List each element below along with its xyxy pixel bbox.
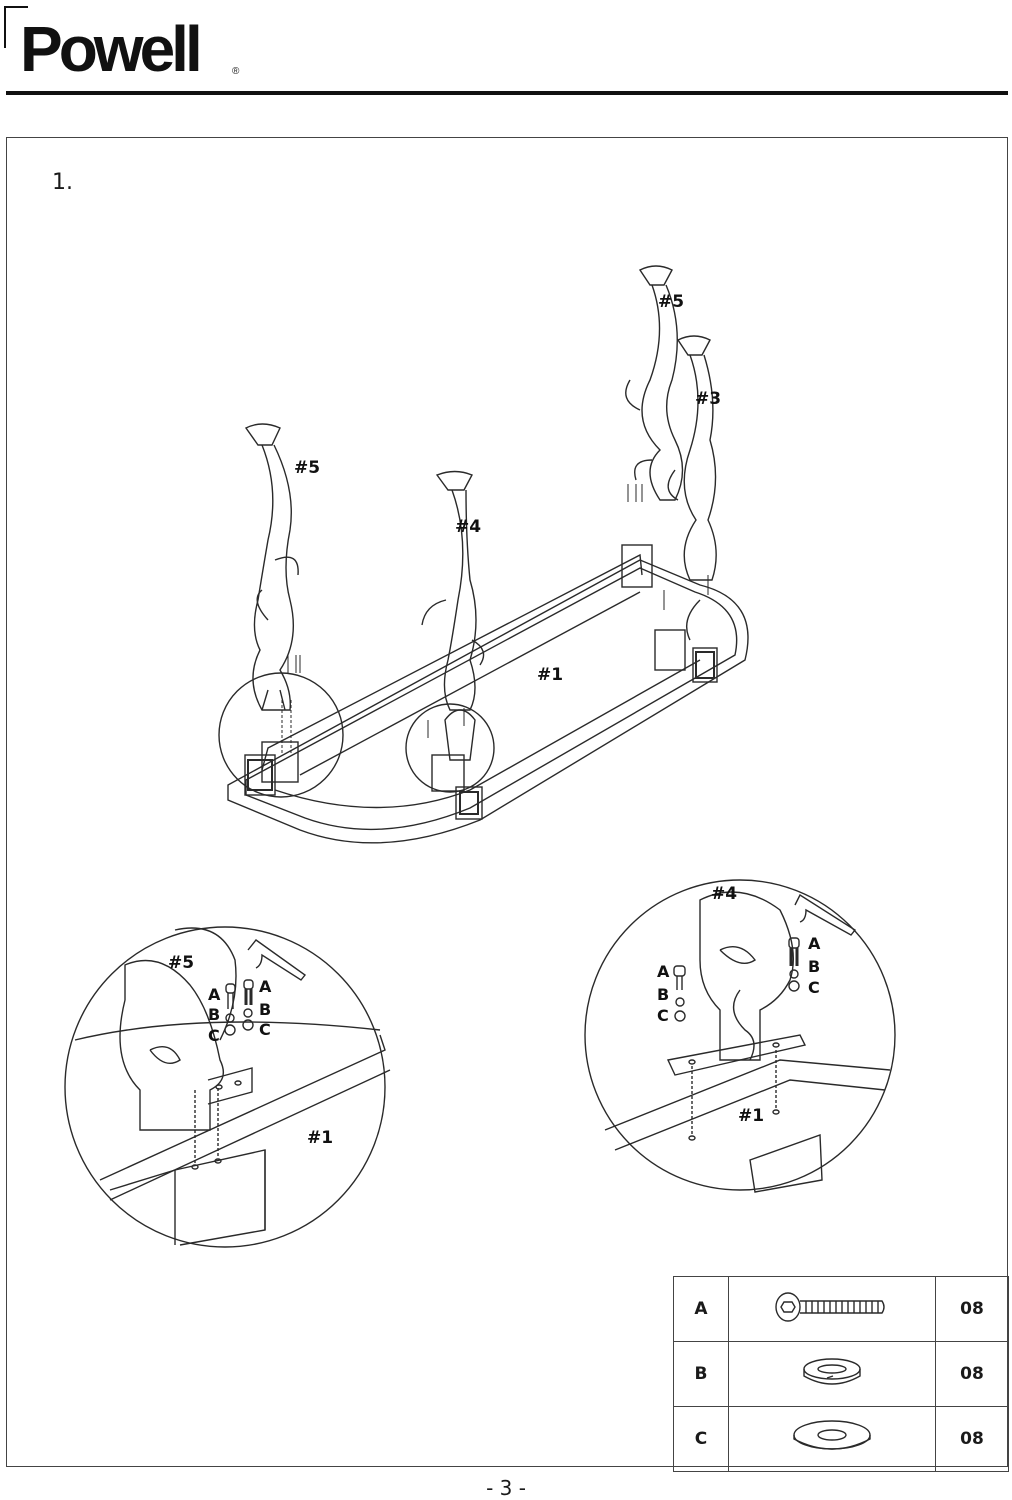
hardware-table: A 08 B 08 C bbox=[673, 1276, 1009, 1472]
hardware-label: A bbox=[673, 1276, 729, 1342]
detail-left-label-a2: A bbox=[259, 977, 272, 996]
leg-right-5 bbox=[625, 265, 684, 501]
detail-right-label-c2: C bbox=[808, 978, 820, 997]
hardware-qty: 08 bbox=[935, 1341, 1009, 1407]
hardware-qty: 08 bbox=[935, 1276, 1009, 1342]
detail-right-part4: #4 bbox=[711, 884, 738, 904]
detail-left-label-c2: C bbox=[259, 1020, 271, 1039]
hardware-qty: 08 bbox=[935, 1406, 1009, 1472]
detail-left-label-c: C bbox=[208, 1026, 220, 1045]
table-base-frame bbox=[227, 544, 749, 844]
callout-part5-right: #5 bbox=[658, 292, 685, 312]
table-row: A 08 bbox=[673, 1276, 1009, 1342]
detail-left-label-b: B bbox=[208, 1005, 221, 1024]
flat-washer-icon bbox=[728, 1406, 936, 1472]
callout-part3: #3 bbox=[695, 389, 722, 409]
leg-right-3 bbox=[667, 335, 717, 641]
detail-left-part5: #5 bbox=[168, 953, 195, 973]
detail-right-label-c: C bbox=[657, 1006, 669, 1025]
leg-left-5 bbox=[244, 423, 299, 711]
detail-right-label-a: A bbox=[657, 962, 670, 981]
detail-left-label-a: A bbox=[208, 985, 221, 1004]
step-number: 1. bbox=[52, 170, 73, 195]
detail-right-label-b: B bbox=[657, 985, 670, 1004]
leg-middle-4 bbox=[421, 470, 485, 761]
lock-washer-icon bbox=[728, 1341, 936, 1407]
detail-right bbox=[584, 879, 896, 1193]
table-row: B 08 bbox=[673, 1341, 1009, 1407]
callout-part4: #4 bbox=[455, 517, 482, 537]
callout-part5-left: #5 bbox=[294, 458, 321, 478]
page-number: - 3 - bbox=[486, 1476, 526, 1500]
logo-mark bbox=[4, 6, 28, 48]
detail-left-label-b2: B bbox=[259, 1000, 272, 1019]
table-row: C 08 bbox=[673, 1406, 1009, 1472]
detail-right-label-b2: B bbox=[808, 957, 821, 976]
main-hardware bbox=[281, 484, 709, 755]
callout-part1: #1 bbox=[537, 665, 564, 685]
header-divider bbox=[6, 91, 1008, 95]
screw-icon bbox=[728, 1276, 936, 1342]
detail-marker-right bbox=[405, 703, 495, 793]
hardware-label: B bbox=[673, 1341, 729, 1407]
registered-mark: ® bbox=[232, 66, 240, 77]
hardware-label: C bbox=[673, 1406, 729, 1472]
detail-left-part1: #1 bbox=[307, 1128, 334, 1148]
detail-right-part1: #1 bbox=[738, 1106, 765, 1126]
instruction-frame bbox=[6, 137, 1008, 1467]
detail-marker-left bbox=[218, 672, 344, 798]
detail-right-label-a2: A bbox=[808, 934, 821, 953]
brand-logo: Powell bbox=[20, 13, 203, 85]
header: Powell ® bbox=[0, 0, 1012, 100]
detail-left bbox=[64, 926, 391, 1248]
